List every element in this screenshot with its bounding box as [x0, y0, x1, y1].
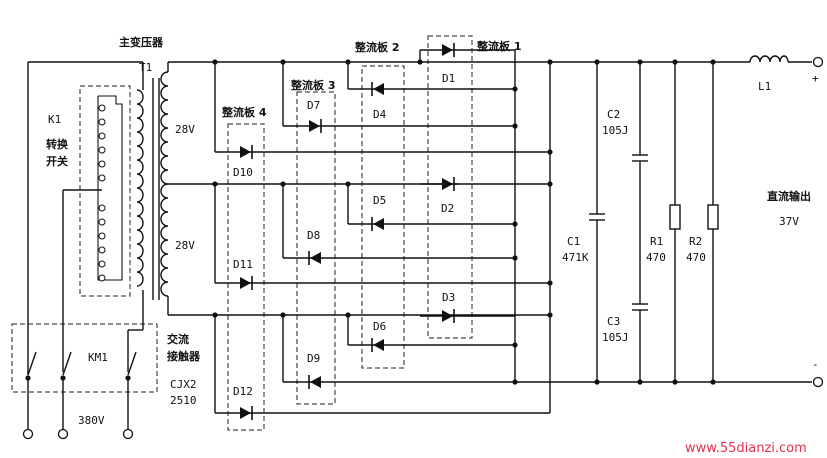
- label-c1-value: 471K: [562, 251, 589, 264]
- diode-d10: [236, 144, 256, 160]
- diode-d2: [438, 176, 458, 192]
- k1-tap-contacts: [97, 95, 123, 282]
- diode-d7: [305, 118, 325, 134]
- label-board-4: 整流板 4: [221, 105, 267, 119]
- label-dc-voltage: 37V: [779, 215, 799, 228]
- label-switch-2: 开关: [46, 154, 68, 168]
- label-c3: C3: [607, 315, 620, 328]
- label-l1: L1: [758, 80, 771, 93]
- diode-d1: [438, 42, 458, 58]
- label-contactor-model-2: 2510: [170, 394, 197, 407]
- label-r1: R1: [650, 235, 663, 248]
- label-c2-value: 105J: [602, 124, 629, 137]
- watermark: www.55dianzi.com: [685, 441, 807, 456]
- diode-d6: [368, 337, 388, 353]
- rectifier-board-4-box: [227, 123, 265, 431]
- capacitor-c2: [632, 62, 648, 304]
- resistor-r2: [707, 62, 719, 382]
- label-r2-value: 470: [686, 251, 706, 264]
- rectifier-board-3-box: [296, 91, 336, 405]
- label-d8: D8: [307, 229, 320, 242]
- label-d9: D9: [307, 352, 320, 365]
- label-contactor-2: 接触器: [167, 349, 201, 363]
- label-c1: C1: [567, 235, 580, 248]
- km1-contactor-box: [11, 323, 158, 393]
- label-d1: D1: [442, 72, 455, 85]
- label-board-1: 整流板 1: [476, 39, 521, 53]
- label-d10: D10: [233, 166, 253, 179]
- label-d11: D11: [233, 258, 253, 271]
- label-volt-bottom: 28V: [175, 239, 195, 252]
- label-board-2: 整流板 2: [354, 40, 399, 54]
- label-r1-value: 470: [646, 251, 666, 264]
- label-km1: KM1: [88, 351, 108, 364]
- rectifier-board-2-box: [361, 65, 405, 369]
- ac-wiring: [214, 61, 550, 414]
- label-d4: D4: [373, 108, 387, 121]
- label-board-3: 整流板 3: [290, 78, 335, 92]
- label-t1: T1: [139, 61, 152, 74]
- capacitor-c1: [589, 62, 605, 382]
- junction-dots: [212, 59, 716, 385]
- diode-d11: [236, 275, 256, 291]
- label-d6: D6: [373, 320, 386, 333]
- output-terminals: [812, 56, 824, 388]
- label-d7: D7: [307, 99, 320, 112]
- rectifier-board-1-box: [427, 35, 473, 339]
- label-dc-output: 直流输出: [767, 189, 811, 203]
- inductor-l1: [749, 55, 789, 63]
- label-r2: R2: [689, 235, 702, 248]
- label-main-transformer: 主变压器: [119, 35, 164, 49]
- label-mains-voltage: 380V: [78, 414, 105, 427]
- resistor-r1: [669, 62, 681, 382]
- diode-d3: [438, 308, 458, 324]
- diode-d5: [368, 216, 388, 232]
- k1-switch-box: [79, 85, 131, 297]
- label-volt-top: 28V: [175, 123, 195, 136]
- label-plus: +: [812, 72, 819, 85]
- label-c2: C2: [607, 108, 620, 121]
- label-d12: D12: [233, 385, 253, 398]
- label-contactor-1: 交流: [167, 332, 189, 346]
- label-minus: -: [812, 358, 819, 371]
- diode-d8: [305, 250, 325, 266]
- label-k1: K1: [48, 113, 61, 126]
- label-contactor-model-1: CJX2: [170, 378, 197, 391]
- label-switch-1: 转换: [46, 137, 69, 151]
- dc-wiring: [256, 49, 812, 414]
- mains-input: [22, 61, 144, 440]
- transformer-secondary: [160, 61, 215, 316]
- label-d5: D5: [373, 194, 386, 207]
- diode-d4: [368, 81, 388, 97]
- label-d3: D3: [442, 291, 455, 304]
- capacitor-c3: [632, 303, 648, 382]
- diode-d12: [236, 405, 256, 421]
- label-d2: D2: [441, 202, 454, 215]
- transformer-primary: [136, 78, 160, 300]
- label-c3-value: 105J: [602, 331, 629, 344]
- diode-d9: [305, 374, 325, 390]
